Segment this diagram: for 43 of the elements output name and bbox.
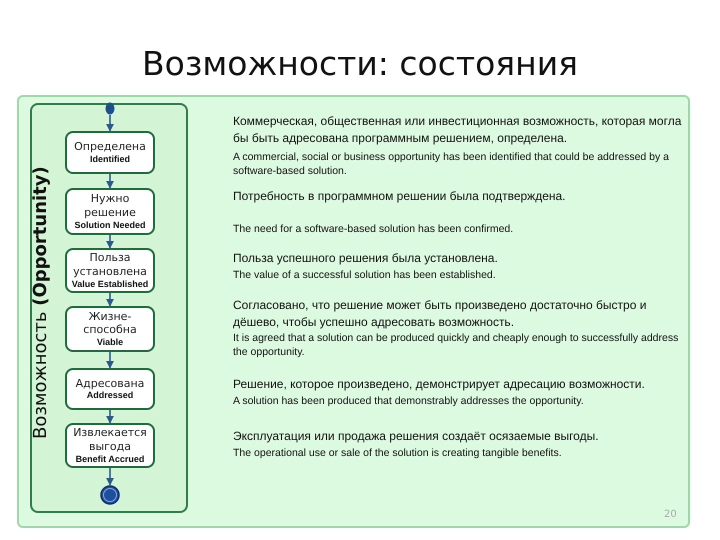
state-name-english: Viable: [96, 337, 124, 348]
state-description-english: The need for a software-based solution has been confirmed.: [233, 222, 514, 236]
slide-title: Возможности: состояния: [141, 44, 579, 83]
start-state-dot: [105, 102, 115, 115]
state-box: [65, 306, 155, 352]
state-description-english: A solution has been produced that demonstrably addresses the opportunity.: [233, 394, 585, 408]
state-box: [65, 188, 155, 235]
state-name-english: Value Established: [72, 278, 148, 290]
state-name: Извлекается выгода: [72, 426, 148, 454]
state-description-english: A commercial, social or business opportunity has been identified that could be addressed by a software-based solution.: [233, 150, 670, 178]
state-box: [65, 423, 155, 468]
arrow: [106, 174, 114, 189]
state-name: Адресована: [76, 376, 144, 390]
state-description: Согласовано, что решение может быть произведено достаточно быстро и дёшево, чтобы успешно адресовать возможность.: [233, 297, 648, 331]
state-name: Польза установлена: [72, 251, 148, 279]
state-description-english: The value of a successful solution has been established.: [233, 268, 497, 282]
page-number: 20: [664, 509, 677, 520]
state-description-english: It is agreed that a solution can be produced quickly and cheaply enough to successfully address the opportunity.: [233, 331, 680, 360]
state-description: Польза успешного решения была установлена.: [233, 250, 499, 267]
state-name-english: Addressed: [86, 390, 134, 402]
state-description: Решение, которое произведено, демонстрирует адресацию возможности.: [233, 376, 646, 393]
state-box: [65, 248, 155, 293]
state-box: [65, 368, 155, 410]
state-box: [65, 131, 155, 174]
arrow: [106, 293, 114, 307]
arrow: [106, 468, 114, 486]
arrow: [106, 115, 114, 132]
state-name-english: Identified: [90, 154, 130, 165]
lane-heading: Возможность (Opportunity): [30, 166, 51, 439]
arrow: [106, 352, 114, 369]
state-name-english: Benefit Accrued: [76, 454, 144, 465]
state-name: Определена: [74, 140, 146, 154]
state-description-english: The operational use or sale of the solution is creating tangible benefits.: [233, 446, 563, 460]
state-description: Эксплуатация или продажа решения создаёт осязаемые выгоды.: [233, 428, 600, 445]
state-name-english: Solution Needed: [74, 220, 146, 231]
swimlane: [30, 103, 188, 513]
state-description: Коммерческая, общественная или инвестиционная возможность, которая могла бы быть адресована программным решением, определена.: [233, 113, 682, 147]
end-state-circle: [100, 485, 120, 505]
arrow: [106, 235, 114, 249]
state-name: Нужно решение: [83, 192, 137, 220]
arrow: [106, 410, 114, 424]
state-description: Потребность в программном решении была подтверждена.: [233, 188, 567, 205]
state-name: Жизне-способна: [82, 310, 138, 338]
